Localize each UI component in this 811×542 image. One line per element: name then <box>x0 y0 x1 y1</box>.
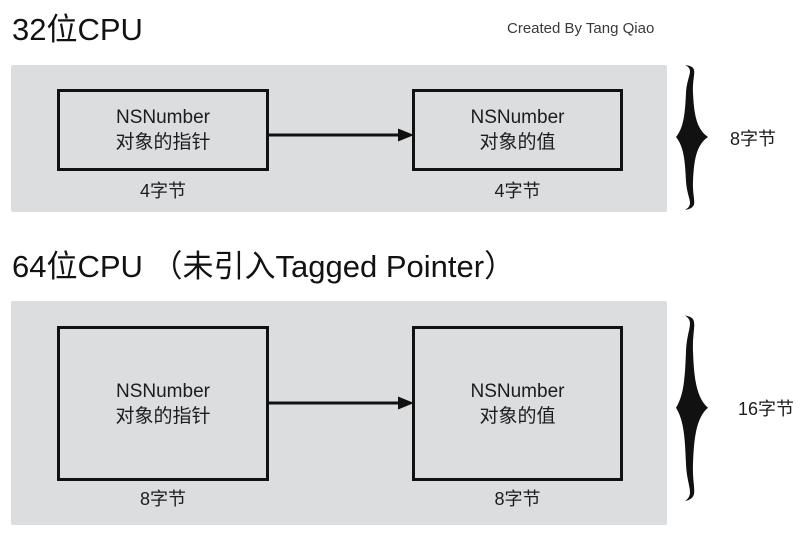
total-size-label-32bit: 8字节 <box>730 129 777 149</box>
arrow-right-icon-64bit <box>268 396 414 410</box>
memory-box-line-1: NSNumber <box>116 380 210 402</box>
total-size-label-64bit: 16字节 <box>738 399 795 419</box>
memory-box-pointer-64bit: NSNumber 对象的指针 <box>57 326 269 481</box>
curly-brace-icon-64bit <box>676 315 708 502</box>
size-caption-pointer-64bit: 8字节 <box>139 489 186 509</box>
memory-box-line-1: NSNumber <box>470 107 565 128</box>
memory-box-line-2: 对象的值 <box>479 405 556 427</box>
memory-box-line-2: 对象的指针 <box>115 132 211 153</box>
size-caption-value-64bit: 8字节 <box>494 489 541 509</box>
memory-box-line-1: NSNumber <box>470 380 565 402</box>
size-caption-pointer-32bit: 4字节 <box>139 181 186 201</box>
section-title-32bit: 32位CPU <box>12 12 143 47</box>
size-caption-value-32bit: 4字节 <box>494 181 541 201</box>
memory-box-line-2: 对象的值 <box>479 132 556 153</box>
memory-box-line-2: 对象的指针 <box>115 405 211 427</box>
author-credit: Created By Tang Qiao <box>507 20 655 37</box>
memory-box-value-32bit: NSNumber 对象的值 <box>412 89 623 171</box>
memory-box-line-1: NSNumber <box>116 107 210 128</box>
memory-box-pointer-32bit: NSNumber 对象的指针 <box>57 89 269 171</box>
arrow-right-icon-32bit <box>268 128 414 142</box>
curly-brace-icon-32bit <box>676 65 708 210</box>
section-title-64bit: 64位CPU （未引入Tagged Pointer） <box>12 249 516 284</box>
memory-box-value-64bit: NSNumber 对象的值 <box>412 326 623 481</box>
